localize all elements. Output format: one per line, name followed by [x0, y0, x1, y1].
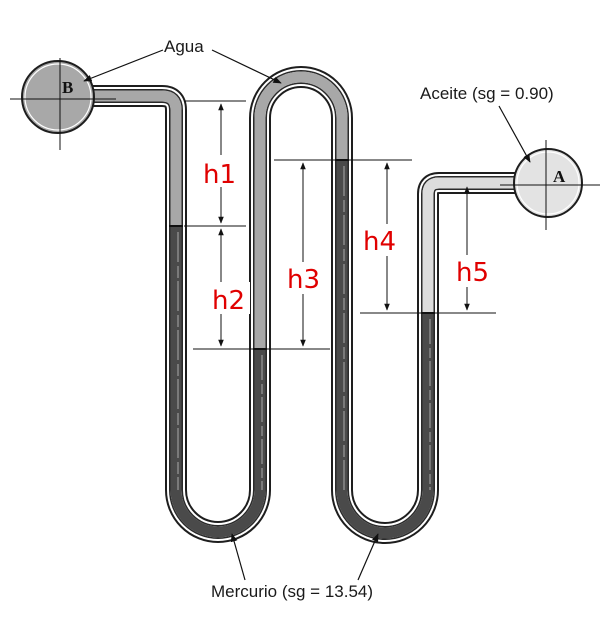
water-label: Agua [164, 37, 204, 56]
mercury-column-first-u [170, 226, 266, 538]
mercury-column-second-u [336, 160, 434, 539]
fluid-labels: Agua Aceite (sg = 0.90) Mercurio (sg = 1… [83, 37, 554, 601]
h5-label: h5 [456, 258, 489, 288]
oil-label: Aceite (sg = 0.90) [420, 84, 554, 103]
manometer-tube [90, 66, 518, 544]
h3-label: h3 [287, 265, 320, 295]
h1-label: h1 [203, 160, 236, 190]
mercury-leader-left [230, 533, 246, 581]
bulb-b-label: B [62, 78, 73, 97]
mercury-leader-right [357, 533, 379, 581]
bulb-b: B [10, 58, 116, 150]
reference-lines [184, 100, 496, 350]
bulb-a: A [500, 140, 600, 230]
height-labels: h1 h2 h3 h4 h5 [201, 155, 494, 316]
oil-leader [498, 105, 531, 163]
water-leader-left [83, 49, 164, 82]
mercury-label: Mercurio (sg = 13.54) [211, 582, 373, 601]
bulb-a-label: A [553, 167, 566, 186]
oil-column [422, 177, 518, 313]
water-column-arch [254, 71, 348, 349]
h4-label: h4 [363, 227, 396, 257]
water-leader-right [211, 49, 282, 84]
fluid-columns [90, 71, 518, 539]
water-column-left [90, 90, 182, 226]
h2-label: h2 [212, 286, 245, 316]
